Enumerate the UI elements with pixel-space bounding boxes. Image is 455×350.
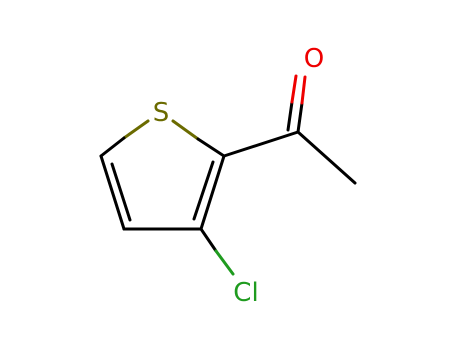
bond-s-c2-sulfur-half xyxy=(171,119,200,141)
bond-s-c5-carbon-half xyxy=(99,136,126,158)
bond-c3-cl-carbon-half xyxy=(199,227,218,253)
atom-label-oxygen: O xyxy=(304,44,324,74)
bonds xyxy=(99,74,357,276)
atom-label-chlorine: Cl xyxy=(233,278,258,308)
bond-s-c5-sulfur-half xyxy=(122,119,150,140)
bond-carbonyl-o-1-oxygen-half xyxy=(300,75,307,105)
atom-labels: S O Cl xyxy=(153,44,324,308)
bond-carbonyl-o-2-oxygen-half xyxy=(290,74,298,104)
bond-c3-c2-inner xyxy=(192,160,215,221)
bond-s-c2-carbon-half xyxy=(196,137,226,158)
bond-c5-c4 xyxy=(99,154,126,231)
bond-c2-carbonyl xyxy=(222,130,300,158)
bond-carbonyl-o-2-carbon-half xyxy=(286,100,294,132)
bond-carbonyl-o-1-carbon-half xyxy=(296,101,304,134)
bond-c3-c2 xyxy=(199,154,226,231)
bond-c3-cl-chlorine-half xyxy=(214,249,235,276)
atom-label-sulfur: S xyxy=(153,98,170,128)
bond-carbonyl-methyl xyxy=(296,130,357,185)
bond-c5-c4-inner xyxy=(110,162,132,222)
